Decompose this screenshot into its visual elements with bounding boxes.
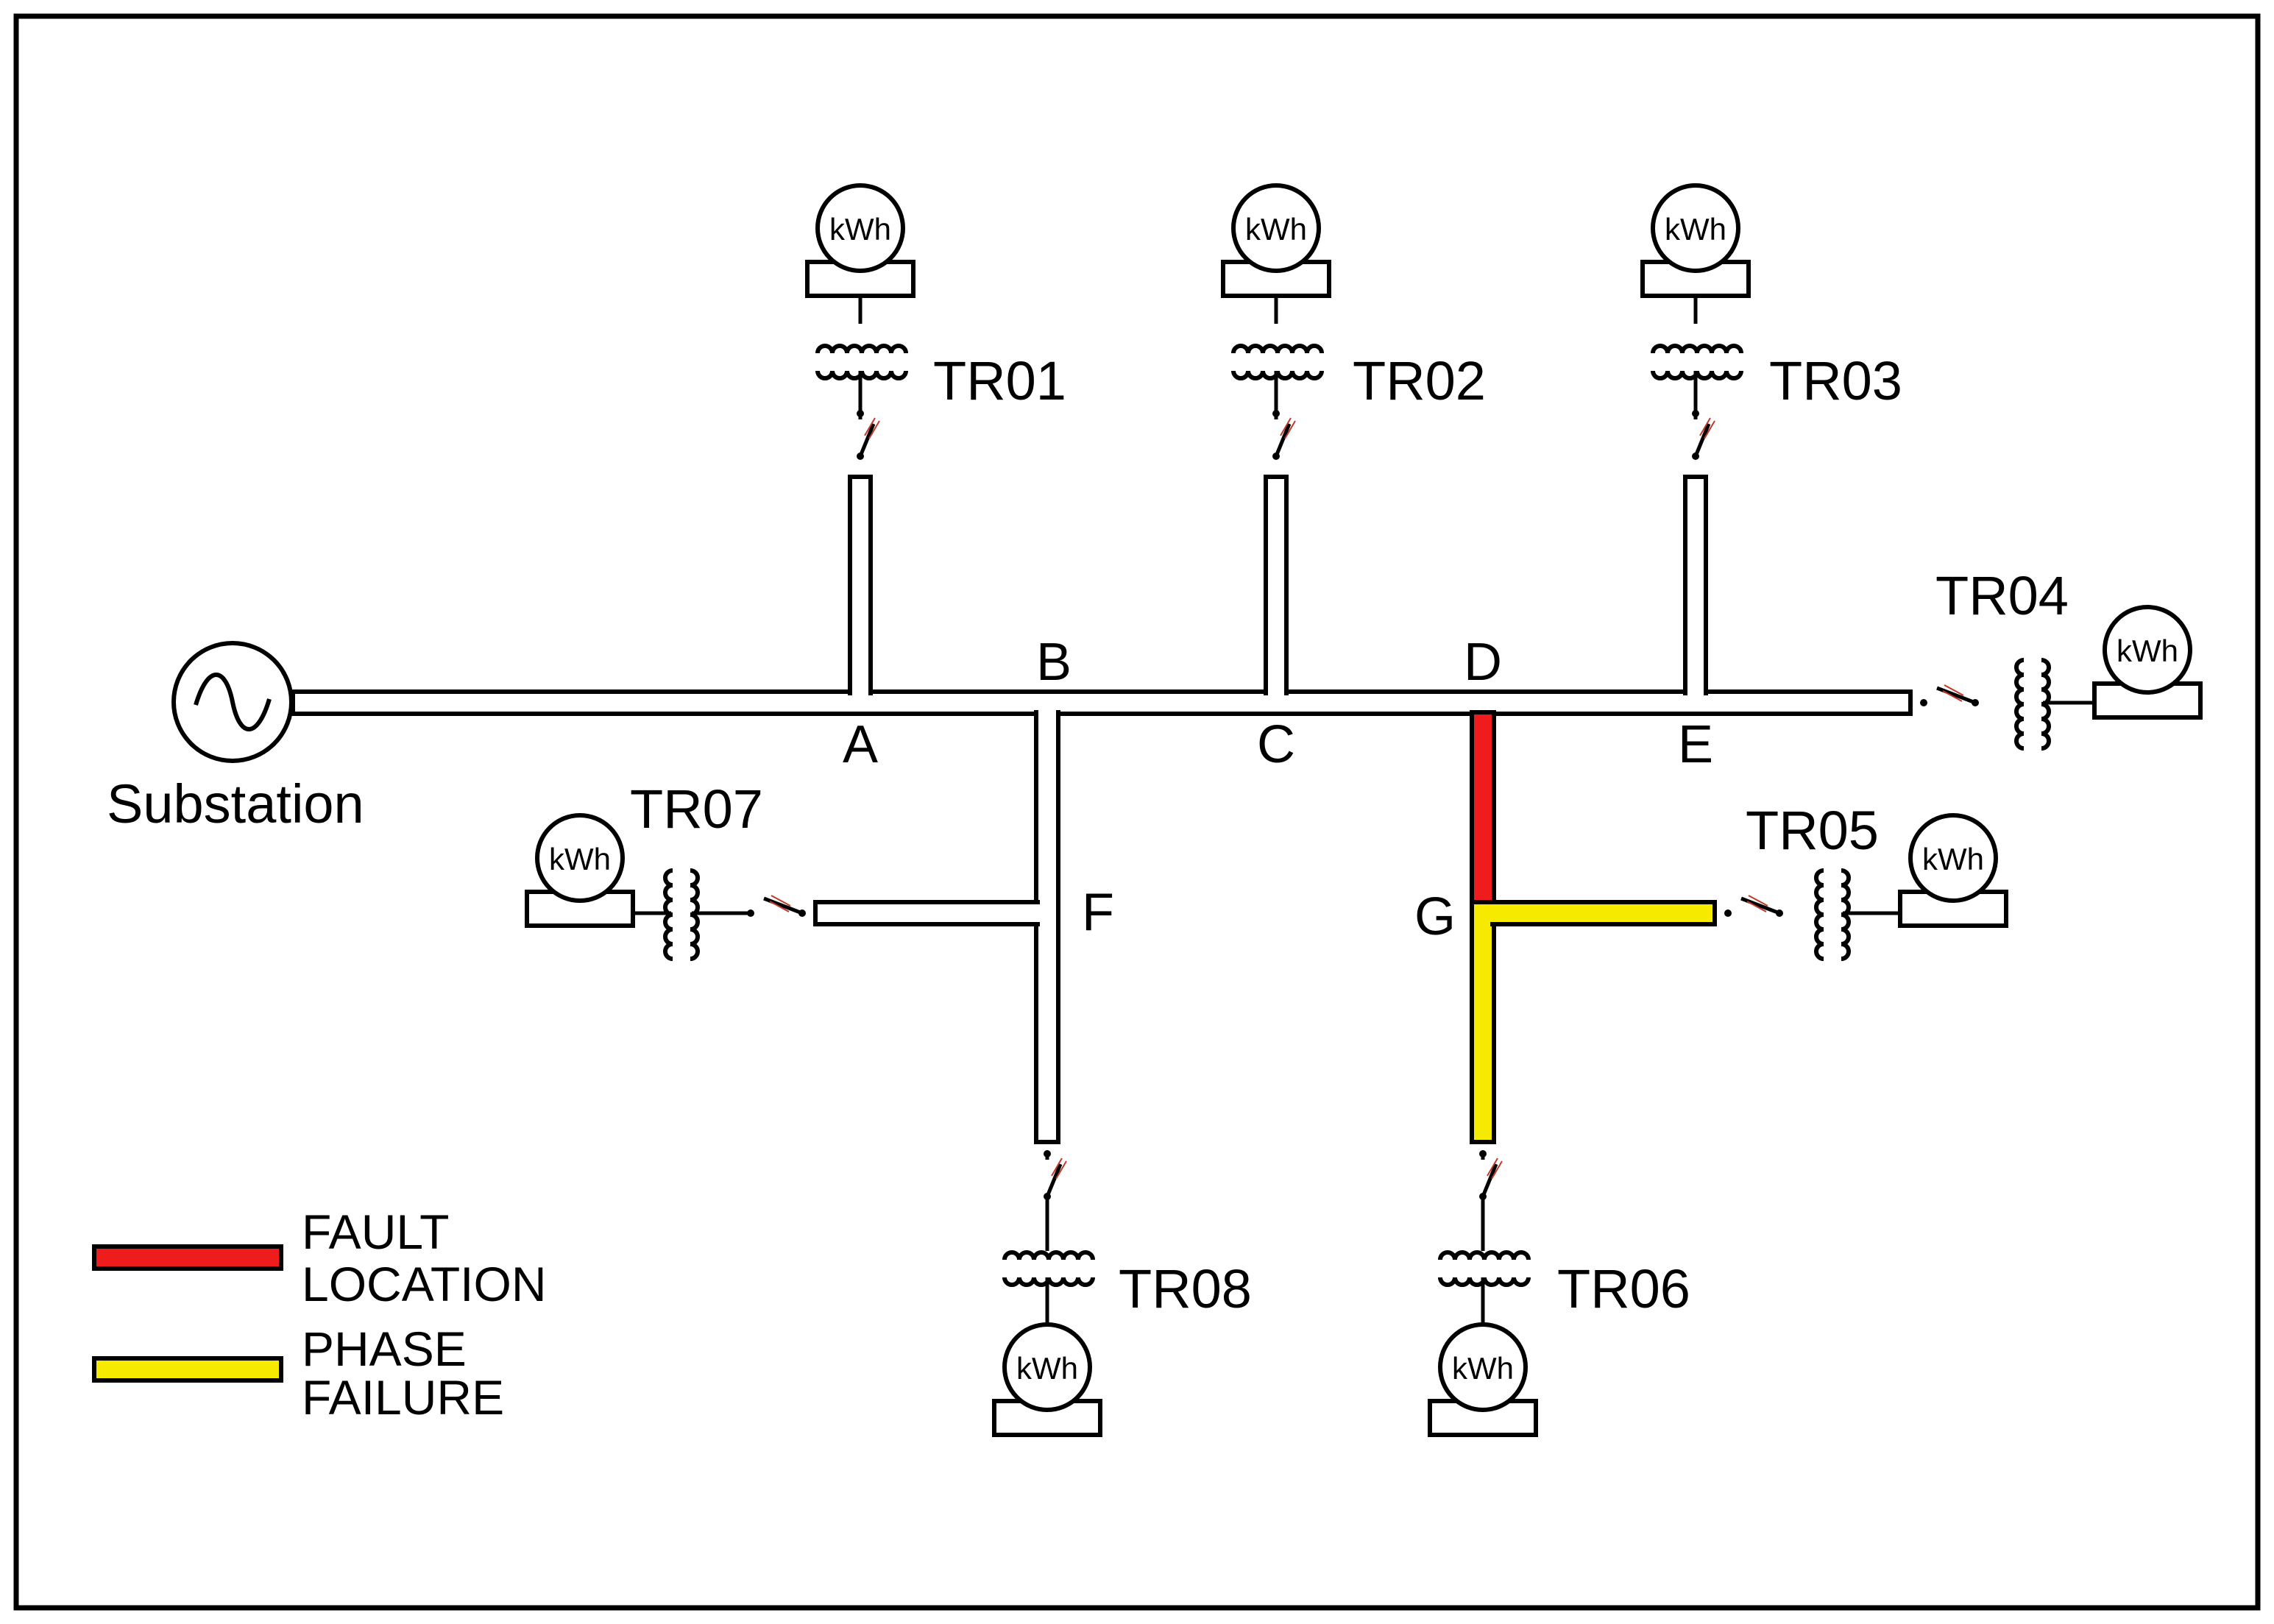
tr02-switch-icon — [1272, 410, 1295, 460]
tr08-switch-icon — [1044, 1150, 1066, 1200]
branch-tr02 — [1264, 475, 1289, 695]
legend-fault-line1: FAULT — [302, 1205, 449, 1259]
legend-phase-swatch — [92, 1356, 283, 1383]
tr04-switch-icon — [1920, 685, 1979, 706]
tr07-meter-label: kWh — [549, 842, 611, 876]
tr07-label: TR07 — [630, 779, 763, 840]
tr08-meter-label: kWh — [1016, 1351, 1078, 1386]
fault-location-segment — [1470, 710, 1496, 904]
tr03-label: TR03 — [1769, 350, 1902, 411]
tr05-equipment — [1724, 815, 2006, 959]
tr03-switch-icon — [1692, 410, 1715, 460]
substation-source — [171, 641, 294, 763]
node-c-label: C — [1257, 715, 1295, 774]
tr03-equipment — [1643, 185, 1749, 460]
bus-substation-to-tr04 — [291, 689, 1913, 716]
node-e-label: E — [1678, 715, 1713, 774]
tr07-equipment — [527, 815, 806, 959]
tr03-meter-label: kWh — [1665, 212, 1726, 247]
branch-lines — [813, 475, 1708, 1144]
tr08-label: TR08 — [1119, 1258, 1252, 1319]
branch-tr01 — [848, 475, 873, 695]
node-g-label: G — [1414, 887, 1456, 946]
tr06-switch-icon — [1479, 1150, 1502, 1200]
legend-phase-line2: FAILURE — [302, 1370, 504, 1425]
legend: FAULT LOCATION PHASE FAILURE — [92, 1205, 546, 1425]
tr01-meter-label: kWh — [829, 212, 891, 247]
tr02-meter-label: kWh — [1245, 212, 1307, 247]
tr06-meter-label: kWh — [1452, 1351, 1514, 1386]
node-b-label: B — [1036, 633, 1072, 692]
node-a-label: A — [843, 715, 878, 774]
branch-tr07 — [813, 900, 1040, 926]
phase-failure-segment-to-tr05 — [1490, 900, 1717, 926]
tr05-meter-label: kWh — [1922, 842, 1984, 876]
phase-failure-segment-to-tr06 — [1470, 900, 1496, 1144]
junction-fill — [852, 690, 1704, 922]
node-d-label: D — [1464, 633, 1502, 692]
legend-phase-line1: PHASE — [302, 1322, 467, 1376]
tr04-label: TR04 — [1935, 565, 2069, 626]
tr01-equipment — [807, 185, 913, 460]
main-feeder — [291, 689, 1913, 716]
tr02-equipment — [1223, 185, 1329, 460]
outer-frame — [13, 13, 2261, 1611]
legend-fault-swatch — [92, 1244, 283, 1271]
tr07-switch-icon — [747, 896, 806, 917]
tr05-switch-icon — [1724, 896, 1783, 917]
tr06-label: TR06 — [1557, 1258, 1690, 1319]
branch-f — [1034, 710, 1060, 1144]
substation-label: Substation — [107, 773, 364, 834]
tr06-equipment — [1430, 1150, 1536, 1435]
legend-fault-line2: LOCATION — [302, 1257, 546, 1311]
tr01-switch-icon — [857, 410, 879, 460]
tr08-equipment — [994, 1150, 1100, 1435]
ac-source-icon — [194, 673, 272, 731]
branch-tr03 — [1683, 475, 1708, 695]
affected-section — [1470, 710, 1717, 1144]
tr02-label: TR02 — [1353, 350, 1486, 411]
tr04-meter-label: kWh — [2117, 634, 2178, 668]
tr01-label: TR01 — [933, 350, 1066, 411]
node-f-label: F — [1082, 883, 1114, 942]
tr05-label: TR05 — [1746, 800, 1879, 861]
tr04-equipment — [1920, 607, 2200, 748]
